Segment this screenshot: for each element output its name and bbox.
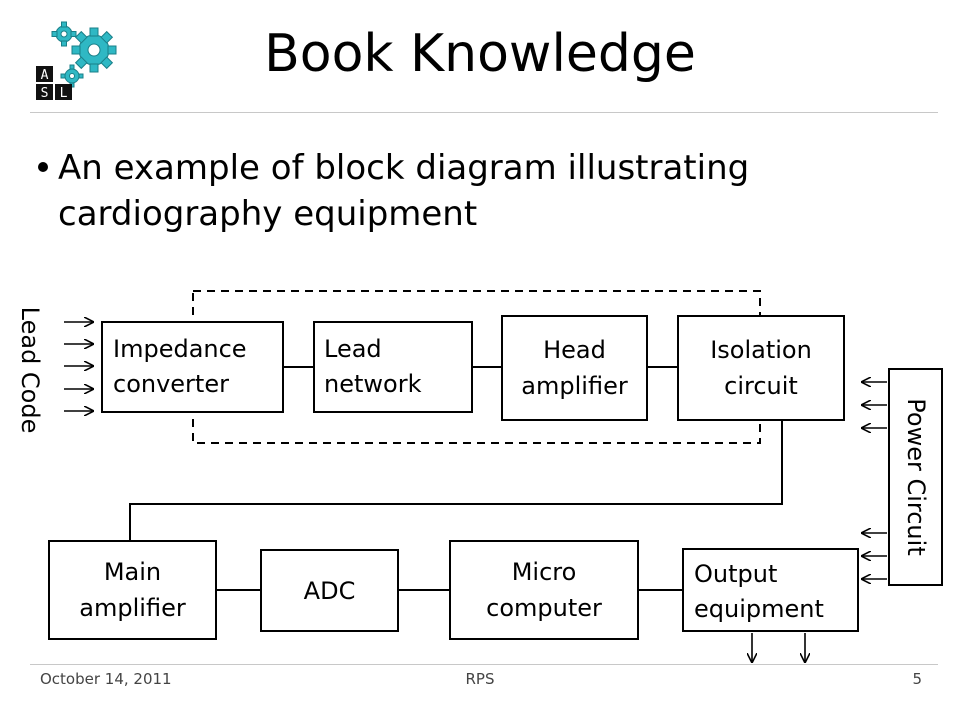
footer-center: RPS <box>465 670 495 688</box>
block-label: amplifier <box>79 594 186 622</box>
block-label: Main <box>104 558 161 586</box>
bullet-marker <box>38 162 48 172</box>
logo-tile-s <box>36 84 53 100</box>
power-circuit-label: Power Circuit <box>902 398 930 555</box>
block-label: Lead <box>324 335 382 363</box>
logo-letter-s: S <box>41 86 49 101</box>
block-label: Output <box>694 560 777 588</box>
block-label: Head <box>543 336 606 364</box>
slide-title: Book Knowledge <box>264 24 696 84</box>
footer-date: October 14, 2011 <box>40 670 172 688</box>
connector-line <box>129 420 783 541</box>
bullet-text: An example of block diagram illustrating… <box>58 148 750 234</box>
block-main-amplifier: Main amplifier <box>48 540 217 640</box>
gear-icon <box>51 21 77 47</box>
block-label: amplifier <box>521 372 628 400</box>
logo-letter-l: L <box>60 86 68 101</box>
block-isolation-circuit: Isolation circuit <box>677 315 845 421</box>
power-circuit-box <box>888 368 943 586</box>
block-label: computer <box>486 594 602 622</box>
block-label: converter <box>113 370 229 398</box>
footer-divider <box>30 664 938 665</box>
block-micro-computer: Micro computer <box>449 540 639 640</box>
lead-code-label: Lead Code <box>16 307 44 434</box>
block-label: circuit <box>724 372 798 400</box>
block-label: Micro <box>512 558 577 586</box>
logo-letter-a: A <box>41 68 49 83</box>
logo-tile-l <box>55 84 72 100</box>
block-lead-network: Lead network <box>313 321 473 413</box>
block-label: network <box>324 370 422 398</box>
block-label: equipment <box>694 595 824 623</box>
block-label: Isolation <box>710 336 812 364</box>
block-impedance-converter: Impedance converter <box>101 321 284 413</box>
page-number: 5 <box>912 670 922 688</box>
block-label: ADC <box>304 577 356 605</box>
block-label: Impedance <box>113 335 247 363</box>
title-divider <box>30 112 938 113</box>
block-head-amplifier: Head amplifier <box>501 315 648 421</box>
block-adc: ADC <box>260 549 399 632</box>
block-output-equipment: Output equipment <box>682 548 859 632</box>
gear-icon <box>71 27 117 73</box>
logo-tile-a <box>36 66 53 82</box>
